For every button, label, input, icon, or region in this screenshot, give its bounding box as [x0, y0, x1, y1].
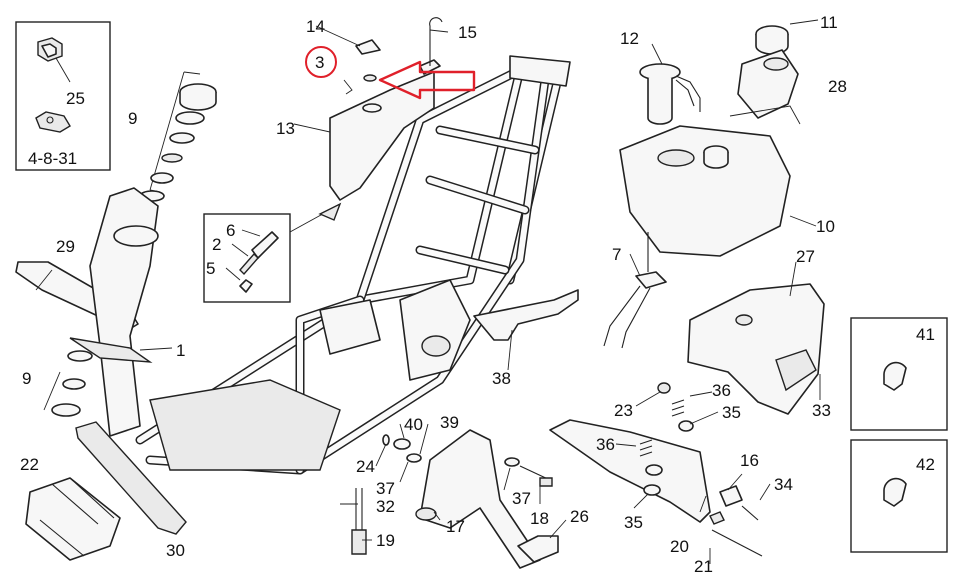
fuel-tank-10 [619, 105, 801, 257]
label-12: 12 [620, 29, 639, 48]
inset-box-41 [850, 317, 948, 431]
cover-27 [687, 283, 825, 415]
label-3: 3 [315, 53, 324, 72]
label-15: 15 [458, 23, 477, 42]
label-14: 14 [306, 17, 325, 36]
bracket-38 [473, 289, 579, 341]
label-29: 29 [56, 237, 75, 256]
label-19: 19 [376, 531, 395, 550]
label-20: 20 [670, 537, 689, 556]
label-37-right: 37 [512, 489, 531, 508]
label-10: 10 [816, 217, 835, 236]
label-23: 23 [614, 401, 633, 420]
label-22: 22 [20, 455, 39, 474]
label-5: 5 [206, 259, 215, 278]
pedal-assembly-20 [549, 382, 763, 557]
label-37-left: 37 [376, 479, 395, 498]
label-30: 30 [166, 541, 185, 560]
pointer-arrow [318, 202, 342, 221]
cap-11 [755, 25, 789, 55]
label-11: 11 [820, 13, 838, 32]
highlight-callout [305, 46, 476, 100]
label-41: 41 [916, 325, 935, 344]
lower-bearing-stack [43, 350, 93, 417]
label-9-lower: 9 [22, 369, 31, 388]
label-26: 26 [570, 507, 589, 526]
label-36-upper: 36 [712, 381, 731, 400]
label-1: 1 [176, 341, 185, 360]
label-17: 17 [446, 517, 465, 536]
label-16: 16 [740, 451, 759, 470]
label-38: 38 [492, 369, 511, 388]
label-27: 27 [796, 247, 815, 266]
label-21: 21 [694, 557, 713, 576]
label-36-lower: 36 [596, 435, 615, 454]
label-4-8-31: 4-8-31 [28, 149, 77, 168]
label-32: 32 [376, 497, 395, 516]
inset-box-clips [15, 21, 111, 171]
sender-7 [603, 232, 667, 349]
inset-box-valve [203, 209, 331, 303]
label-9-upper: 9 [128, 109, 137, 128]
label-33: 33 [812, 401, 831, 420]
front-frame-tube [69, 187, 159, 437]
steering-bearing-stack [139, 71, 217, 202]
label-40: 40 [404, 415, 423, 434]
label-35-lower: 35 [624, 513, 643, 532]
label-18: 18 [530, 509, 549, 528]
main-frame [135, 55, 571, 475]
leader-lines [35, 19, 821, 564]
tank-13 [329, 17, 443, 201]
label-7: 7 [612, 245, 621, 264]
label-28: 28 [828, 77, 847, 96]
label-24: 24 [356, 457, 375, 476]
label-35-upper: 35 [722, 403, 741, 422]
label-13: 13 [276, 119, 295, 138]
part-labels: 25 4-8-31 9 29 1 9 22 30 14 15 3 13 6 2 … [20, 13, 935, 576]
label-2: 2 [212, 235, 221, 254]
label-39: 39 [440, 413, 459, 432]
label-42: 42 [916, 455, 935, 474]
fuel-pump-12 [639, 63, 701, 125]
label-25: 25 [66, 89, 85, 108]
tool-bag-22 [25, 477, 121, 561]
pedal-26 [517, 535, 559, 563]
spring-32-19 [351, 488, 367, 555]
strap-30 [75, 421, 187, 535]
label-6: 6 [226, 221, 235, 240]
label-34: 34 [774, 475, 793, 494]
reservoir-28 [737, 49, 799, 119]
washers [382, 434, 553, 487]
stand-17 [415, 429, 541, 569]
inset-box-42 [850, 439, 948, 553]
